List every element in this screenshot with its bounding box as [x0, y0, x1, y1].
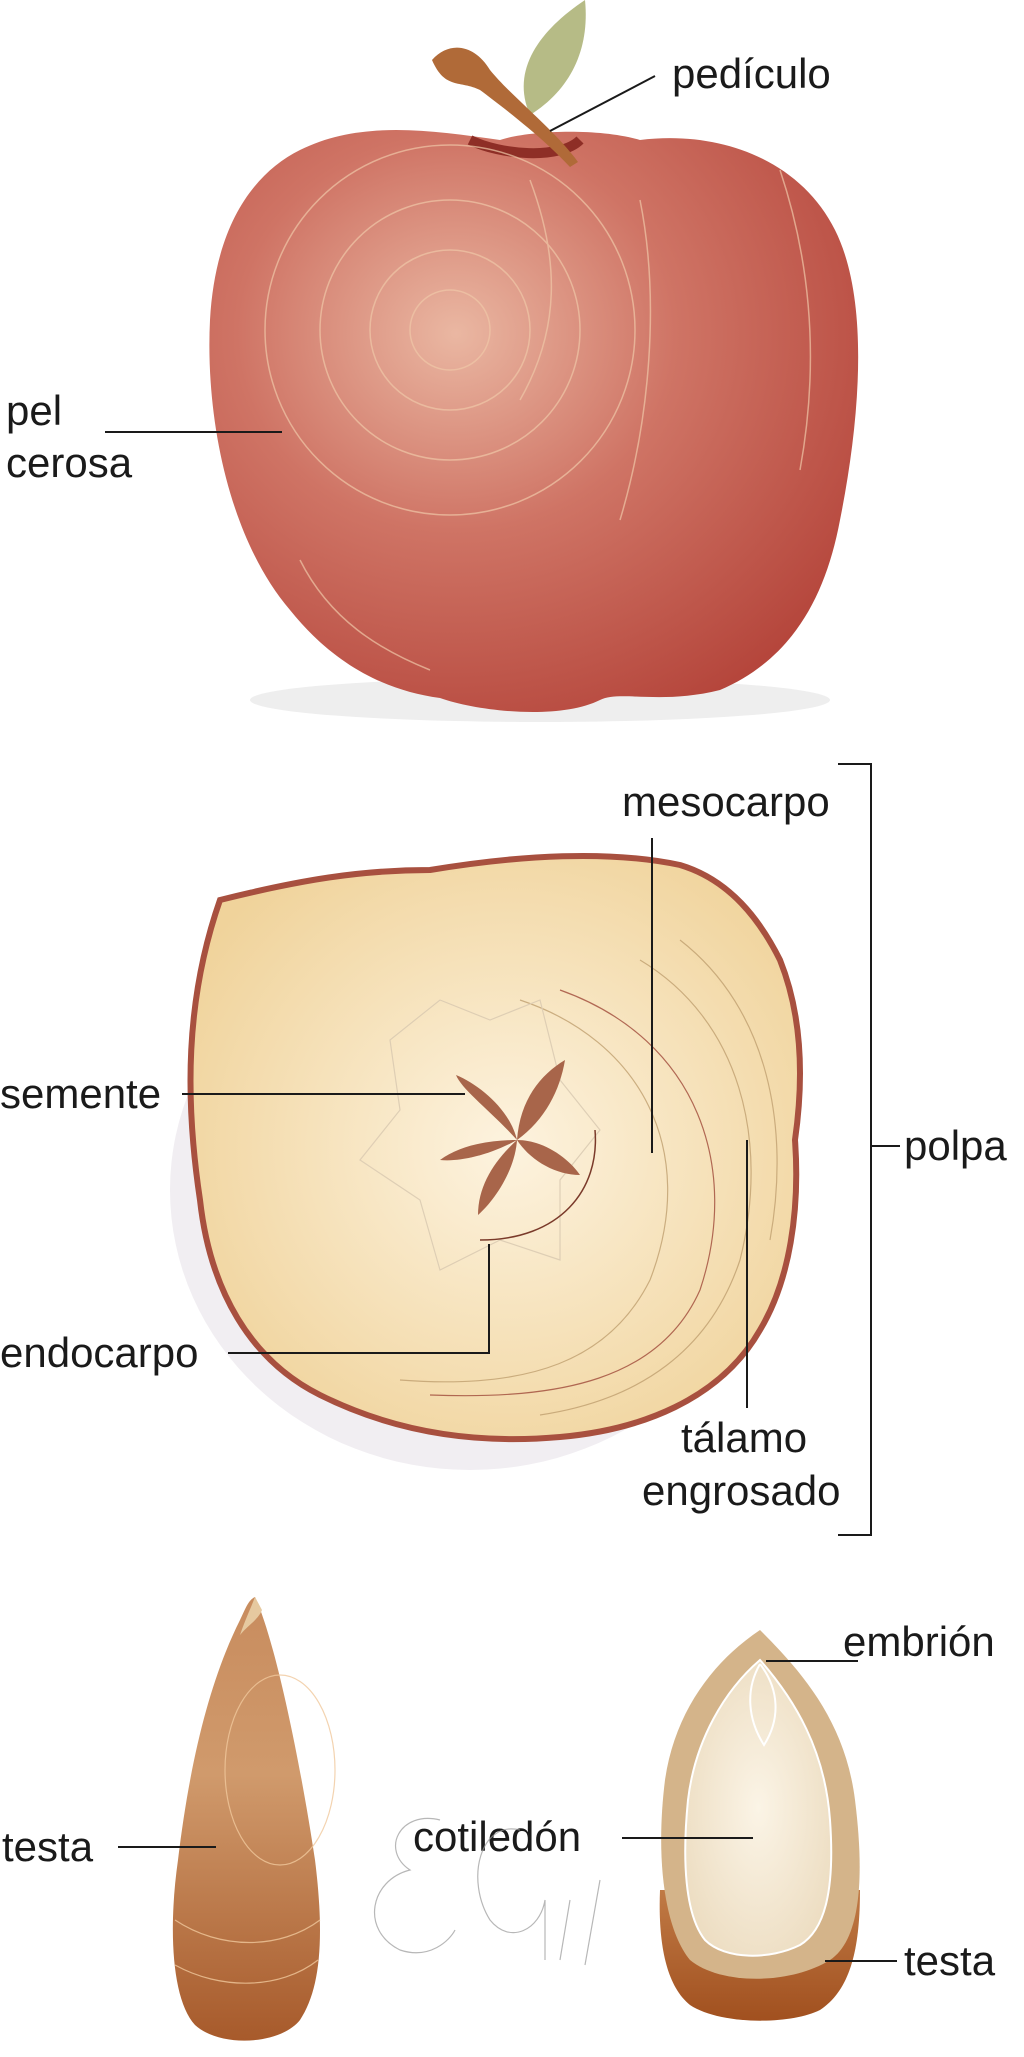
- embryo-outline: [749, 1663, 777, 1747]
- embrion-label: embrión: [843, 1618, 995, 1665]
- seed-cross-section: [659, 1630, 860, 2021]
- whole-apple: [209, 130, 859, 722]
- pediculo-leader-line: [549, 75, 656, 132]
- watermark-logo: [373, 1817, 601, 1966]
- talamo-label-line1: tálamo: [681, 1414, 807, 1461]
- seed-whole: [172, 1597, 336, 2041]
- mesocarpo-label: mesocarpo: [622, 778, 830, 825]
- talamo-label-line2: engrosado: [642, 1467, 841, 1514]
- leaf: [523, 0, 586, 115]
- endocarp-line: [479, 1129, 597, 1241]
- testa-right-label: testa: [904, 1937, 996, 1984]
- cotiledon-label: cotiledón: [413, 1813, 581, 1860]
- semente-label: semente: [0, 1070, 161, 1117]
- endocarpo-leader-line: [228, 1244, 490, 1354]
- stem: [432, 47, 578, 167]
- polpa-bracket: [838, 763, 872, 1536]
- pel-label-line2: cerosa: [6, 439, 133, 486]
- endocarpo-label: endocarpo: [0, 1329, 199, 1376]
- pediculo-label: pedículo: [672, 50, 831, 97]
- apple-cross-section: [170, 852, 803, 1470]
- apple-body: [209, 130, 859, 713]
- seeds-star: [440, 1060, 580, 1215]
- pel-label-line1: pel: [6, 387, 62, 434]
- testa-left-label: testa: [2, 1823, 94, 1870]
- polpa-label: polpa: [904, 1122, 1007, 1169]
